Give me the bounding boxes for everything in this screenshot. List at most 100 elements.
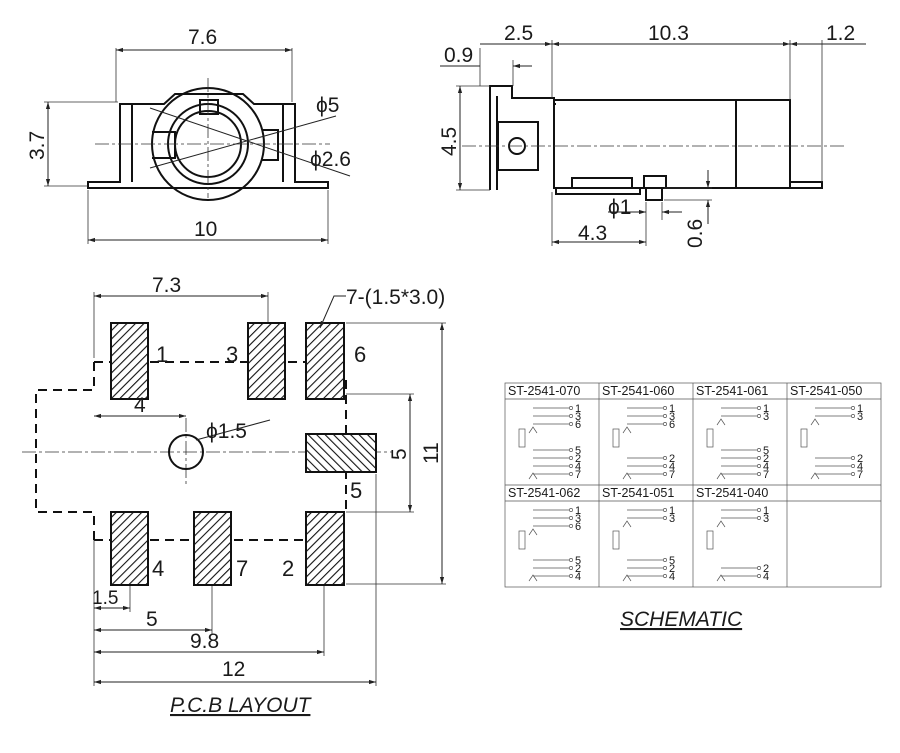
schematic-pin-label: 2: [575, 453, 581, 465]
schematic-pin-label: 5: [575, 445, 581, 457]
schematic-model-name: ST-2541-062: [508, 486, 580, 500]
schematic-model-name: ST-2541-050: [790, 384, 862, 398]
pad-5: [305, 433, 377, 473]
schematic-pin-label: 7: [763, 469, 769, 481]
schematic-pin-label: 2: [669, 563, 675, 575]
pin-label-6: 6: [354, 342, 366, 367]
schematic-pin-label: 2: [857, 453, 863, 465]
pad-6: [305, 322, 345, 400]
schematic-pin-label: 7: [669, 469, 675, 481]
dim-front-phi5: ϕ5: [316, 94, 339, 117]
dim-pcb-73: 7.3: [152, 274, 181, 297]
schematic-pin-label: 1: [669, 505, 675, 517]
schematic-pin-label: 1: [575, 403, 581, 415]
pad-2: [305, 511, 345, 586]
dim-side-25: 2.5: [504, 22, 533, 45]
schematic-pin-label: 2: [669, 453, 675, 465]
schematic-pin-label: 4: [763, 461, 769, 473]
schematic-pin-label: 5: [575, 555, 581, 567]
dim-side-06: 0.6: [684, 219, 707, 248]
pin-label-7: 7: [236, 556, 248, 581]
dim-pcb-5-right: 5: [388, 448, 411, 460]
schematic-model-name: ST-2541-040: [696, 486, 768, 500]
schematic-pin-label: 3: [669, 411, 675, 423]
schematic-pin-label: 1: [857, 403, 863, 415]
schematic-pin-label: 1: [575, 505, 581, 517]
front-view: 7.6 ϕ5 ϕ2.6 3.7 10: [26, 26, 351, 244]
schematic-pin-label: 5: [763, 445, 769, 457]
pin-label-5: 5: [350, 478, 362, 503]
dim-side-103: 10.3: [648, 22, 689, 45]
schematic-pin-label: 1: [669, 403, 675, 415]
schematic-model-name: ST-2541-060: [602, 384, 674, 398]
schematic-pin-label: 1: [763, 505, 769, 517]
schematic-pin-label: 4: [857, 461, 863, 473]
pin-label-4: 4: [152, 556, 164, 581]
pcb-layout-caption: P.C.B LAYOUT: [170, 694, 313, 717]
side-body: [462, 85, 845, 201]
schematic-cell: ST-2541-051 13 524: [602, 486, 675, 583]
schematic-pin-label: 3: [669, 513, 675, 525]
pcb-layout: 1 3 6 5 4 7 2 7-(1.5*3.0) 7.3 4 ϕ1.5 5 1…: [22, 274, 446, 717]
pin-label-2: 2: [282, 556, 294, 581]
pin-label-3: 3: [226, 342, 238, 367]
schematic-pin-label: 2: [763, 453, 769, 465]
schematic-pin-label: 4: [669, 571, 675, 583]
dim-pcb-4: 4: [134, 394, 146, 417]
dim-pcb-98: 9.8: [190, 630, 219, 653]
pad-4: [110, 511, 149, 586]
schematic-pin-label: 6: [575, 419, 581, 431]
schematic-model-name: ST-2541-051: [602, 486, 674, 500]
schematic-model-name: ST-2541-070: [508, 384, 580, 398]
pad-7: [193, 511, 232, 586]
schematic-pin-label: 1: [763, 403, 769, 415]
schematic-caption: SCHEMATIC: [620, 608, 743, 631]
schematic-pin-label: 4: [575, 461, 581, 473]
front-body: [87, 78, 351, 201]
dim-front-width-top: 7.6: [188, 26, 217, 49]
pin-label-1: 1: [156, 342, 168, 367]
dim-front-width-bottom: 10: [194, 218, 217, 241]
dim-pcb-phi15: ϕ1.5: [206, 420, 247, 443]
dim-front-phi26: ϕ2.6: [310, 148, 351, 171]
schematic-cell: ST-2541-040 13 24: [696, 486, 769, 583]
schematic-pin-label: 2: [575, 563, 581, 575]
pad-3: [247, 322, 286, 400]
schematic-pin-label: 6: [669, 419, 675, 431]
schematic-cell: ST-2541-060 136 247: [602, 384, 675, 481]
side-view: 0.9 2.5 10.3 1.2 4.5 ϕ1 4.3 0.6: [438, 22, 866, 248]
schematic-pin-label: 5: [669, 555, 675, 567]
schematic-pin-label: 4: [669, 461, 675, 473]
dim-front-height: 3.7: [26, 131, 49, 160]
pad-1: [110, 322, 149, 400]
dim-side-45: 4.5: [438, 127, 461, 156]
dim-pcb-12: 12: [222, 658, 245, 681]
schematic-pin-label: 3: [575, 411, 581, 423]
schematic-pin-label: 3: [857, 411, 863, 423]
dim-side-09: 0.9: [444, 44, 473, 67]
pad-spec: 7-(1.5*3.0): [346, 286, 445, 309]
schematic-pin-label: 7: [857, 469, 863, 481]
dim-side-phi1: ϕ1: [608, 196, 631, 219]
dim-pcb-5-bottom: 5: [146, 608, 158, 631]
schematic-pin-label: 2: [763, 563, 769, 575]
schematic-grid: ST-2541-0701365247ST-2541-060136247ST-25…: [504, 382, 882, 588]
dim-side-12: 1.2: [826, 22, 855, 45]
dim-side-43: 4.3: [578, 222, 607, 245]
schematic-pin-label: 6: [575, 521, 581, 533]
schematic-pin-label: 4: [763, 571, 769, 583]
schematic: ST-2541-0701365247ST-2541-060136247ST-25…: [504, 382, 882, 631]
dim-pcb-11: 11: [420, 442, 443, 464]
schematic-pin-label: 7: [575, 469, 581, 481]
schematic-model-name: ST-2541-061: [696, 384, 768, 398]
schematic-pin-label: 3: [763, 513, 769, 525]
mounting-hole: [168, 434, 204, 470]
schematic-pin-label: 3: [575, 513, 581, 525]
dim-pcb-15: 1.5: [92, 588, 118, 609]
schematic-cell: ST-2541-050 13 247: [790, 384, 863, 481]
schematic-pin-label: 4: [575, 571, 581, 583]
schematic-pin-label: 3: [763, 411, 769, 423]
